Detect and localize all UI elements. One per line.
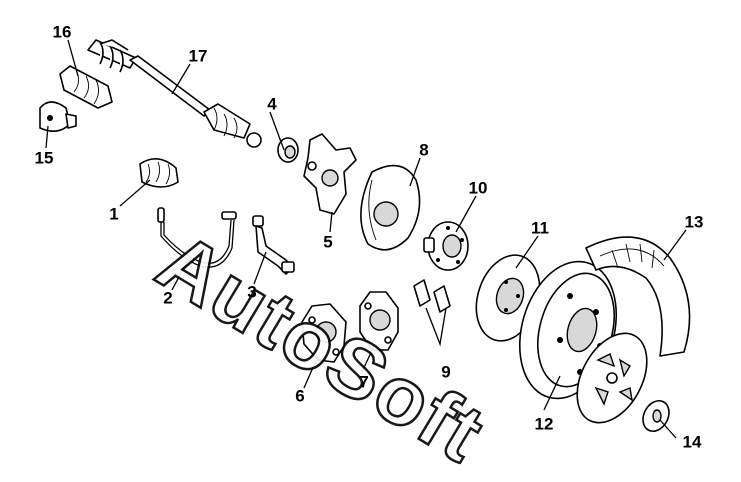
- sensor-cable-2: [157, 207, 237, 268]
- callout-14: 14: [682, 432, 702, 452]
- leader-lines: [45, 39, 687, 439]
- cv-boot-16: [59, 39, 129, 109]
- callout-2: 2: [163, 288, 173, 308]
- mud-flap-13: [585, 236, 691, 357]
- callout-10: 10: [468, 178, 488, 198]
- callout-16: 16: [52, 22, 72, 42]
- callout-13: 13: [684, 212, 704, 232]
- boot-1: [139, 158, 179, 188]
- callout-11: 11: [531, 218, 549, 238]
- drive-shaft-17: [87, 39, 262, 148]
- callout-1: 1: [109, 204, 119, 224]
- callout-12: 12: [534, 414, 554, 434]
- hubcap: [576, 332, 648, 424]
- steering-knuckle-5: [303, 133, 357, 215]
- wheel-hub-10: [423, 221, 469, 271]
- callout-8: 8: [419, 140, 429, 160]
- splash-shield-8: [360, 164, 421, 251]
- caliper-7: [359, 291, 399, 351]
- callout-7: 7: [359, 372, 369, 392]
- callout-5: 5: [323, 232, 333, 252]
- callout-6: 6: [295, 386, 305, 406]
- bearing-4: [277, 137, 299, 163]
- callout-15: 15: [34, 148, 54, 168]
- callout-17: 17: [188, 46, 208, 66]
- pad-clips-9: [413, 279, 451, 347]
- caliper-6: [301, 303, 347, 363]
- callout-4: 4: [267, 94, 277, 114]
- callout-3: 3: [247, 282, 257, 302]
- joint-cup-15: [39, 101, 77, 132]
- callout-9: 9: [441, 362, 451, 382]
